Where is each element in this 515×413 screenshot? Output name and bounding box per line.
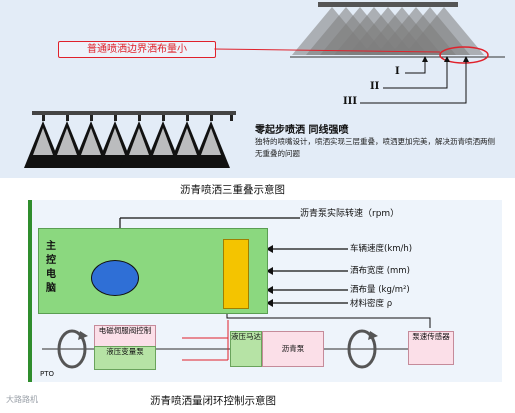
input-module <box>223 239 249 309</box>
input-width: 洒布宽度 (mm) <box>350 266 410 276</box>
nozzles <box>42 115 233 121</box>
layer-arrows <box>360 60 467 104</box>
closed-loop-panel: 主控电脑 沥青泵实际转速（rpm） 车辆速度(km/h) 洒布宽度 (mm) 洒… <box>28 200 502 382</box>
callout-line <box>213 48 441 53</box>
input-rate: 洒布量 (kg/m²) <box>350 285 410 295</box>
speed-sensor-label: 泵速传感器 <box>412 332 450 341</box>
spray-diagram <box>24 2 505 168</box>
spray-bar-top <box>318 2 458 7</box>
input-density: 材料密度 ρ <box>350 299 393 309</box>
layer-label-1: I <box>395 66 400 77</box>
controller-label: 主控电脑 <box>46 241 56 294</box>
boundary-callout: 普通喷洒边界洒布量小 <box>58 41 216 58</box>
servo-valve-box: 电磁伺服阀控制 <box>94 325 156 347</box>
stacked-spray-fans <box>24 121 230 168</box>
spray-description: 独特的喷嘴设计，喷洒实现三层重叠，喷洒更加完美，解决沥青喷洒两侧无重叠的问题 <box>255 137 495 158</box>
layer-label-2: II <box>370 81 380 92</box>
variable-pump-label: 液压变量泵 <box>106 347 144 356</box>
servo-valve-label: 电磁伺服阀控制 <box>98 326 152 335</box>
input-speed: 车辆速度(km/h) <box>350 244 413 254</box>
caption-top: 沥青喷洒三重叠示意图 <box>180 184 285 196</box>
watermark: 大路路机 <box>6 395 38 404</box>
overlapping-spray-fans <box>292 7 484 55</box>
boundary-ellipse <box>439 46 489 64</box>
caption-bottom: 沥青喷洒量闭环控制示意图 <box>150 395 276 407</box>
layer-label-3: III <box>343 96 358 107</box>
pto-label: PTO <box>40 370 55 378</box>
spray-bar-left <box>32 111 236 115</box>
hydraulic-motor-label: 液压马达 <box>231 332 261 341</box>
rpm-label: 沥青泵实际转速（rpm） <box>300 209 400 219</box>
spray-title: 零起步喷洒 同线强喷 <box>255 125 349 136</box>
asphalt-pump-label: 沥青泵 <box>281 344 305 353</box>
asphalt-pump-box: 沥青泵 <box>262 331 324 367</box>
pump-rotation-icon <box>347 329 378 369</box>
hydraulic-motor-box: 液压马达 <box>230 331 262 367</box>
pto-rotation-icon <box>57 329 88 369</box>
speed-sensor-box: 泵速传感器 <box>408 331 454 365</box>
controller-circle <box>91 260 139 296</box>
variable-pump-box: 液压变量泵 <box>94 346 156 370</box>
triple-overlap-panel: 普通喷洒边界洒布量小 I II III 零起步喷洒 同线强喷 独特的喷嘴设计，喷… <box>0 0 515 178</box>
